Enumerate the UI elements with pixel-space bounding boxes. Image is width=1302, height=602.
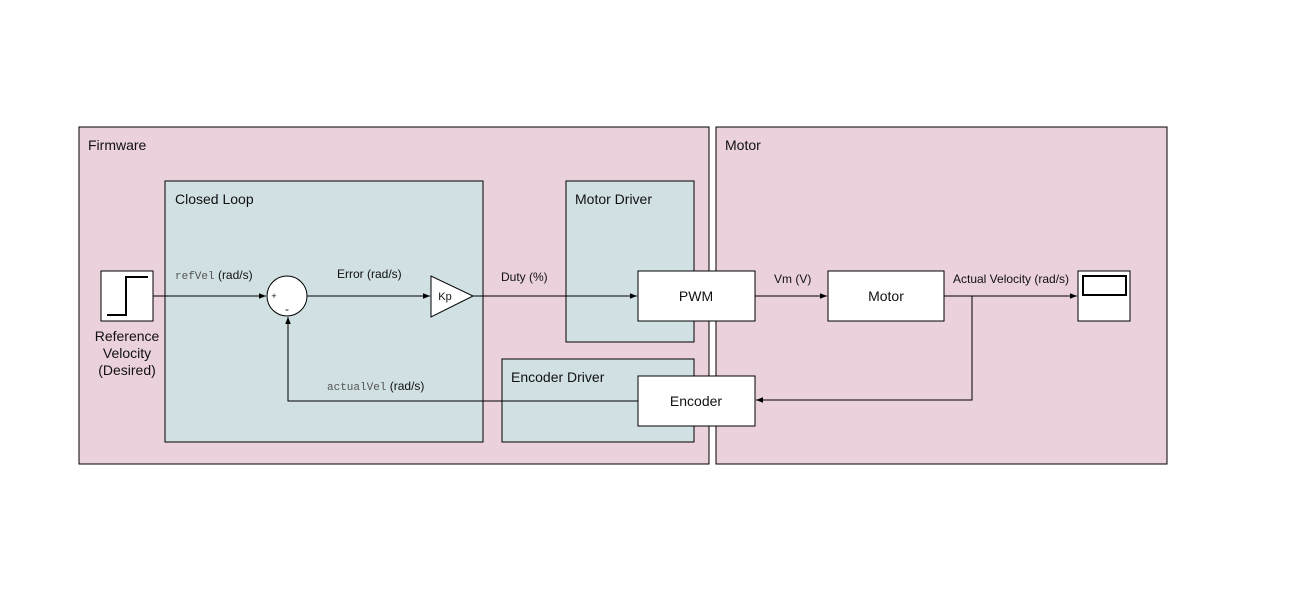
gain-block[interactable]: Kp bbox=[430, 275, 475, 318]
actual-velocity-label: Actual Velocity (rad/s) bbox=[953, 272, 1069, 286]
gain-label: Kp bbox=[438, 291, 451, 303]
actual-var-text: actualVel bbox=[327, 382, 386, 394]
closed-loop-title: Closed Loop bbox=[175, 191, 254, 207]
motor-block[interactable]: Motor bbox=[827, 270, 945, 322]
encoder-feedback-line bbox=[756, 296, 973, 403]
scope-block[interactable] bbox=[1077, 270, 1131, 322]
closed-loop-subsystem: Closed Loop bbox=[164, 180, 484, 443]
source-label-line1: Reference bbox=[95, 328, 160, 344]
firmware-region-title: Firmware bbox=[88, 137, 147, 153]
pwm-label: PWM bbox=[679, 288, 713, 304]
ref-signal-label: refVel (rad/s) bbox=[175, 268, 253, 283]
sum-minus-sign: - bbox=[285, 302, 289, 316]
actual-vel-feedback-line bbox=[285, 317, 638, 402]
motor-region-title: Motor bbox=[725, 137, 761, 153]
encoder-driver-title: Encoder Driver bbox=[511, 369, 605, 385]
encoder-block[interactable]: Encoder bbox=[637, 375, 756, 427]
duty-signal-label: Duty (%) bbox=[501, 270, 548, 284]
actual-unit-text: (rad/s) bbox=[386, 379, 424, 393]
pwm-block[interactable]: PWM bbox=[637, 270, 756, 322]
ref-var-text: refVel bbox=[175, 271, 215, 283]
sum-plus-sign: + bbox=[271, 291, 276, 301]
source-label-line2: Velocity bbox=[103, 345, 151, 361]
step-source-block[interactable] bbox=[100, 270, 154, 322]
summing-junction[interactable]: + - bbox=[266, 275, 308, 317]
motor-driver-title: Motor Driver bbox=[575, 191, 652, 207]
actual-vel-signal-label: actualVel (rad/s) bbox=[327, 379, 424, 394]
encoder-label: Encoder bbox=[670, 393, 722, 409]
motor-label: Motor bbox=[868, 288, 904, 304]
ref-unit-text: (rad/s) bbox=[215, 268, 253, 282]
vm-signal-label: Vm (V) bbox=[774, 272, 811, 286]
source-label-line3: (Desired) bbox=[98, 362, 156, 378]
error-signal-label: Error (rad/s) bbox=[337, 267, 402, 281]
